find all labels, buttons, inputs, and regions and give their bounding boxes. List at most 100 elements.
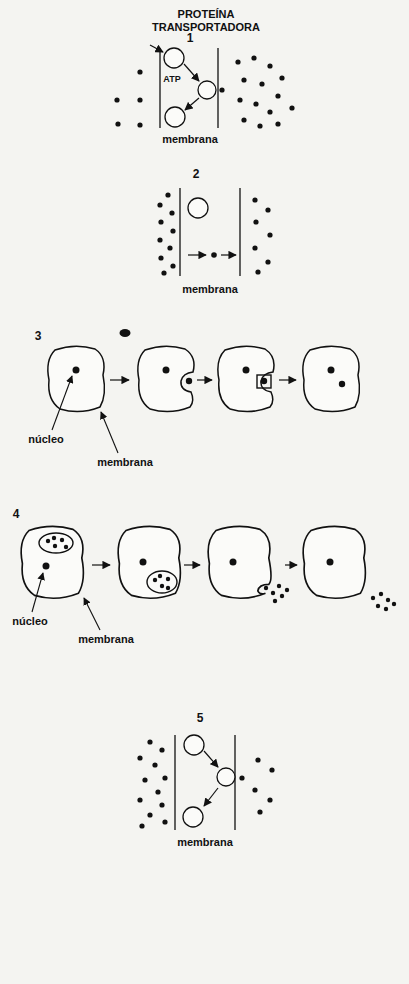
- secretion-dot: [376, 604, 380, 608]
- secretion-dot: [386, 598, 390, 602]
- membrane-lines: [174, 735, 175, 830]
- molecule-dot: [157, 237, 162, 242]
- step-arrow: [197, 379, 212, 380]
- membrane-lines: [159, 48, 160, 128]
- molecule-dot: [267, 797, 272, 802]
- molecule-dot: [161, 270, 166, 275]
- nucleus-dot: [73, 367, 80, 374]
- molecule-dot: [269, 767, 274, 772]
- step-arrow: [279, 379, 296, 380]
- molecule-dot: [137, 797, 142, 802]
- step-arrow: [184, 564, 200, 565]
- nucleus-dot: [73, 367, 335, 374]
- molecule-dot: [257, 123, 262, 128]
- secretion-dot: [285, 588, 289, 592]
- molecule-dot: [152, 762, 157, 767]
- particle: [261, 378, 267, 384]
- secretion-dot: [153, 578, 157, 582]
- molecule-dot: [279, 75, 284, 80]
- molecule-dot: [275, 93, 280, 98]
- molecule-dot: [139, 823, 144, 828]
- molecule-dot: [157, 202, 162, 207]
- molecule-dot: [253, 101, 258, 106]
- secretion-dot: [52, 536, 56, 540]
- vesicle: [39, 533, 73, 553]
- cell-outline: [218, 346, 274, 411]
- molecule-dot: [170, 263, 175, 268]
- membrane-lines: [217, 48, 218, 128]
- protein-label: PROTEÍNA TRANSPORTADORA: [147, 8, 265, 33]
- leader-line: [84, 598, 100, 630]
- molecule-dot: [252, 197, 257, 202]
- secretion-dot: [158, 574, 162, 578]
- nucleus-dot: [43, 563, 50, 570]
- flow-arrow: [221, 254, 236, 255]
- leader-line: [101, 412, 118, 453]
- molecule-dot: [155, 789, 160, 794]
- step-arrow: [285, 564, 297, 565]
- cell-outline: [208, 526, 271, 598]
- molecule-dot: [157, 192, 272, 275]
- flow-arrow: [184, 64, 199, 81]
- molecule-dot: [251, 55, 256, 60]
- molecule-dot: [137, 69, 142, 74]
- molecule-dot: [267, 232, 272, 237]
- flow-arrow: [204, 751, 218, 767]
- molecule-dot: [265, 207, 270, 212]
- step-arrow: [110, 379, 129, 380]
- panel-number: 3: [35, 330, 42, 344]
- nucleus-label: núcleo: [28, 433, 63, 446]
- molecule-dot: [259, 81, 264, 86]
- membrane-label: membrana: [177, 836, 233, 849]
- molecule-dot: [137, 122, 142, 127]
- molecule-dot: [147, 739, 152, 744]
- secretion-dot: [60, 538, 64, 542]
- step-arrow: [110, 379, 296, 380]
- molecule-dot: [237, 97, 242, 102]
- molecule-dot: [255, 269, 260, 274]
- membrane-lines: [180, 188, 240, 276]
- molecule-dot: [255, 757, 260, 762]
- molecule-dot: [137, 97, 142, 102]
- carrier-protein: [165, 107, 185, 127]
- secretion-dot: [271, 591, 275, 595]
- carrier-protein: [183, 735, 235, 827]
- molecule-dot: [241, 77, 246, 82]
- nucleus-dot: [163, 367, 170, 374]
- molecule-dot: [275, 121, 280, 126]
- particle: [120, 329, 131, 337]
- vesicle: [257, 375, 271, 388]
- membrane-lines: [160, 48, 218, 128]
- carrier-protein: [184, 735, 204, 755]
- molecule-dot: [257, 809, 262, 814]
- molecule-dot: [162, 819, 167, 824]
- molecule-dot: [167, 245, 172, 250]
- membrane-label: membrana: [182, 283, 238, 296]
- carrier-protein: [198, 81, 216, 99]
- secretion-dot: [166, 577, 170, 581]
- cell-outline: [21, 526, 365, 598]
- membrane-label: membrana: [78, 633, 134, 646]
- channel-protein: [188, 198, 208, 218]
- cell-outline: [118, 526, 180, 598]
- membrane-label: membrana: [162, 133, 218, 146]
- flow-arrow: [150, 45, 199, 110]
- molecule-dot: [267, 63, 272, 68]
- secretion-dot: [53, 544, 57, 548]
- membrane-label: membrana: [97, 456, 153, 469]
- carrier-protein: [164, 48, 216, 127]
- nucleus-dot: [140, 559, 147, 566]
- molecule-dot: [252, 787, 257, 792]
- molecule-dot: [137, 755, 142, 760]
- secretion-dot: [384, 607, 388, 611]
- molecule-dot: [114, 55, 294, 128]
- membrane-lines: [239, 188, 240, 276]
- panel-number: 4: [13, 508, 20, 522]
- molecule-dot: [147, 812, 152, 817]
- flow-arrow: [150, 45, 163, 52]
- secretion-dot: [277, 584, 281, 588]
- cell-outline: [303, 346, 360, 411]
- molecule-dot: [267, 109, 272, 114]
- flow-arrow: [185, 98, 199, 110]
